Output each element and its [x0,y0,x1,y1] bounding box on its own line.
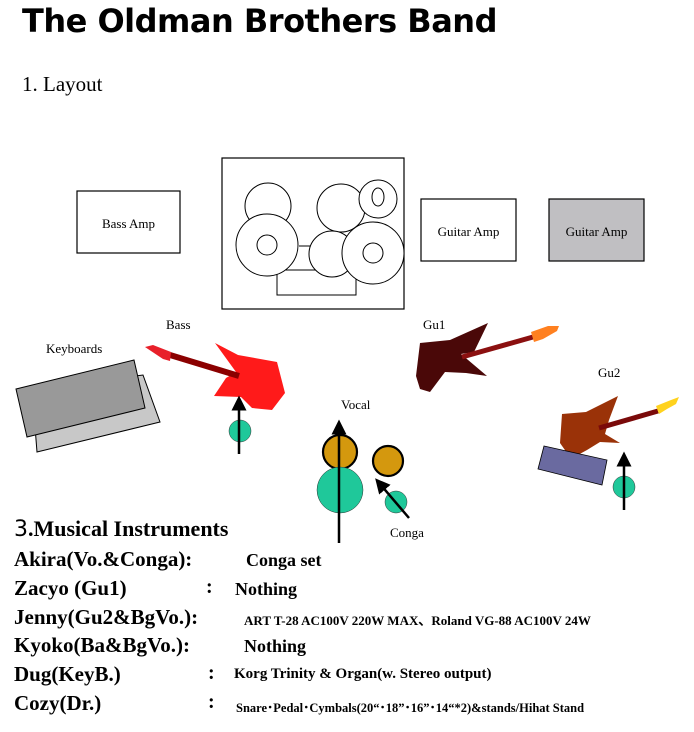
instrument-item: Conga set [246,550,322,570]
gu2-guitar-icon [560,396,679,456]
drum-tom-2 [316,183,366,233]
guitar-amp-1-label: Guitar Amp [438,224,500,239]
instrument-item: Nothing [244,636,307,656]
instrument-item: Snare･Pedal･Cymbals(20“･18”･16”･14“*2)&s… [236,701,585,715]
drum-cymbal-left [235,213,299,277]
drum-hihat [358,179,398,219]
guitar-amp-2-label: Guitar Amp [566,224,628,239]
section-instruments-heading: 3.Musical Instruments [14,516,228,542]
instrument-item: Nothing [235,579,298,599]
member-name: Cozy(Dr.) [14,691,102,715]
instrument-item: ART T-28 AC100V 220W MAX、Roland VG-88 AC… [244,613,591,628]
drum-cymbal-right-bell [362,242,384,264]
conga-drum-2 [371,444,405,478]
vocal-player [316,419,364,543]
document-title: The Oldman Brothers Band [22,2,497,40]
drum-kit [221,157,405,310]
gu2-label: Gu2 [598,365,620,380]
drum-hihat-center [371,187,385,207]
conga-player [375,478,410,519]
member-name: Zacyo (Gu1) [14,576,127,600]
section-number: 3 [14,517,28,542]
conga-label: Conga [390,525,424,540]
gu2-player [612,451,636,510]
vocal-label: Vocal [341,397,371,412]
member-name: Jenny(Gu2&BgVo.): [14,605,199,629]
bass-amp-label: Bass Amp [102,216,155,231]
bass-player [228,395,252,454]
section-layout-heading: 1. Layout [22,72,103,96]
member-colon: : [206,576,213,598]
guitar-amp-2: Guitar Amp [548,198,645,262]
member-colon: : [208,662,215,684]
gu1-label: Gu1 [423,317,445,332]
drum-riser [221,157,405,310]
section-title-text: .Musical Instruments [28,516,229,541]
drum-cymbal-right [341,221,405,285]
conga-facing-arrow [375,478,410,519]
member-name: Akira(Vo.&Conga): [14,547,193,571]
bass-guitar-icon [145,343,285,410]
member-name: Kyoko(Ba&BgVo.): [14,633,190,657]
keyboards-label: Keyboards [46,341,102,356]
guitar-amp-1: Guitar Amp [420,198,517,262]
member-name: Dug(KeyB.) [14,662,121,686]
instrument-item: Korg Trinity & Organ(w. Stereo output) [234,666,492,682]
member-colon: : [208,691,215,713]
drum-cymbal-left-bell [256,234,278,256]
bass-amp: Bass Amp [76,190,181,254]
keyboards [15,359,161,453]
gu2-pedalboard [537,445,608,486]
bass-label: Bass [166,317,191,332]
gu1-guitar-icon [416,323,559,392]
